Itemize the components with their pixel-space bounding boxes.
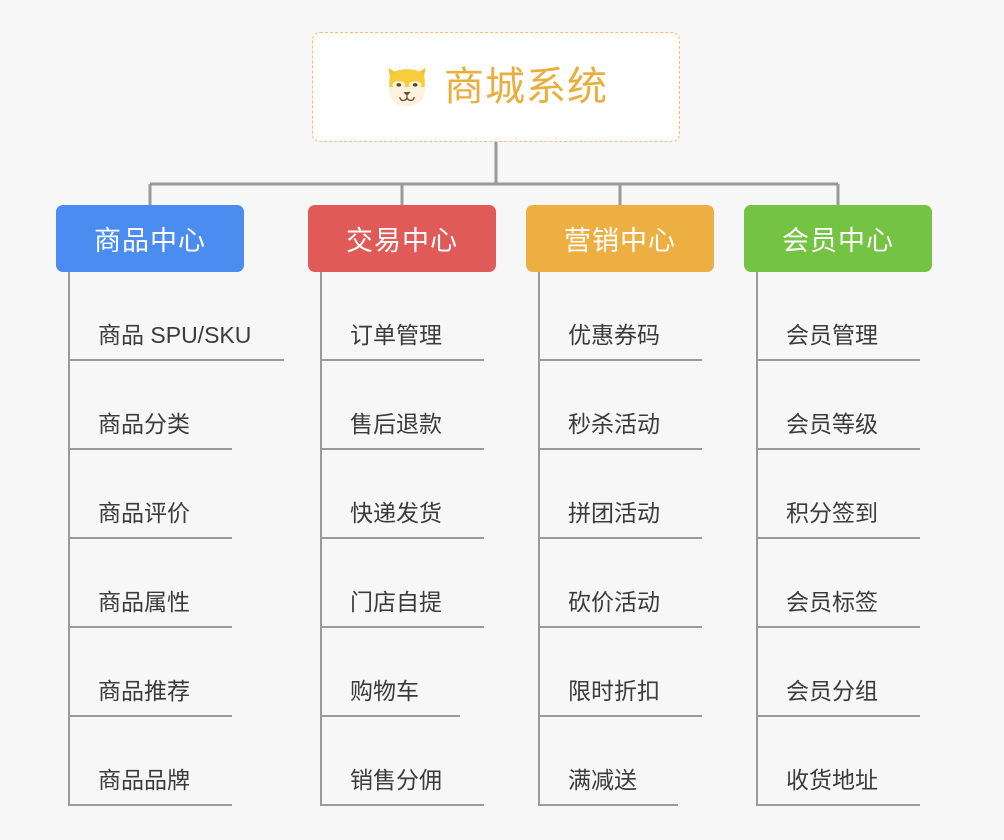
category-box-0[interactable]: 商品中心 [56, 205, 244, 272]
category-label-2: 营销中心 [564, 226, 676, 256]
list-item[interactable]: 门店自提 [320, 539, 484, 628]
list-item-label: 销售分佣 [350, 767, 442, 793]
list-item[interactable]: 商品品牌 [68, 717, 232, 806]
list-item[interactable]: 商品评价 [68, 450, 232, 539]
list-item[interactable]: 会员等级 [756, 361, 920, 450]
list-item-label: 会员等级 [786, 411, 878, 437]
list-item-label: 商品品牌 [98, 767, 190, 793]
list-item[interactable]: 收货地址 [756, 717, 920, 806]
list-item[interactable]: 快递发货 [320, 450, 484, 539]
list-item-label: 优惠券码 [568, 322, 660, 348]
category-box-3[interactable]: 会员中心 [744, 205, 932, 272]
list-item[interactable]: 会员分组 [756, 628, 920, 717]
shiba-dog-face-icon [388, 67, 426, 107]
list-item-label: 快递发货 [350, 500, 442, 526]
list-item-label: 会员标签 [786, 589, 878, 615]
list-item-label: 限时折扣 [568, 678, 660, 704]
list-item-label: 积分签到 [786, 500, 878, 526]
category-label-3: 会员中心 [782, 226, 894, 256]
list-item-label: 满减送 [568, 767, 637, 793]
category-columns: 商品中心 商品 SPU/SKU 商品分类 商品评价 商品属性 商品推荐 商品品牌… [0, 205, 1004, 840]
root-node-card[interactable]: 商城系统 [312, 32, 680, 142]
list-item-label: 砍价活动 [568, 589, 660, 615]
list-item-label: 秒杀活动 [568, 411, 660, 437]
list-item[interactable]: 秒杀活动 [538, 361, 702, 450]
list-item[interactable]: 积分签到 [756, 450, 920, 539]
list-item-label: 商品分类 [98, 411, 190, 437]
list-item-label: 商品 SPU/SKU [98, 322, 252, 348]
list-item[interactable]: 销售分佣 [320, 717, 484, 806]
list-item-label: 商品属性 [98, 589, 190, 615]
category-items-3: 会员管理 会员等级 积分签到 会员标签 会员分组 收货地址 [744, 272, 932, 806]
category-box-1[interactable]: 交易中心 [308, 205, 496, 272]
list-item[interactable]: 会员标签 [756, 539, 920, 628]
category-label-0: 商品中心 [94, 226, 206, 256]
list-item-label: 门店自提 [350, 589, 442, 615]
list-item-label: 会员分组 [786, 678, 878, 704]
category-column-0: 商品中心 商品 SPU/SKU 商品分类 商品评价 商品属性 商品推荐 商品品牌 [56, 205, 284, 806]
list-item[interactable]: 限时折扣 [538, 628, 702, 717]
list-item[interactable]: 商品属性 [68, 539, 232, 628]
list-item[interactable]: 拼团活动 [538, 450, 702, 539]
list-item-label: 订单管理 [350, 322, 442, 348]
list-item-label: 商品推荐 [98, 678, 190, 704]
category-column-2: 营销中心 优惠券码 秒杀活动 拼团活动 砍价活动 限时折扣 满减送 [526, 205, 714, 806]
category-items-2: 优惠券码 秒杀活动 拼团活动 砍价活动 限时折扣 满减送 [526, 272, 714, 806]
list-item[interactable]: 满减送 [538, 717, 678, 806]
list-item[interactable]: 商品 SPU/SKU [68, 272, 284, 361]
root-node-title: 商城系统 [444, 65, 608, 109]
list-item-label: 售后退款 [350, 411, 442, 437]
list-item[interactable]: 会员管理 [756, 272, 920, 361]
category-column-3: 会员中心 会员管理 会员等级 积分签到 会员标签 会员分组 收货地址 [744, 205, 932, 806]
category-items-1: 订单管理 售后退款 快递发货 门店自提 购物车 销售分佣 [308, 272, 496, 806]
list-item-label: 拼团活动 [568, 500, 660, 526]
list-item-label: 商品评价 [98, 500, 190, 526]
list-item[interactable]: 砍价活动 [538, 539, 702, 628]
list-item[interactable]: 优惠券码 [538, 272, 702, 361]
list-item[interactable]: 售后退款 [320, 361, 484, 450]
list-item[interactable]: 商品分类 [68, 361, 232, 450]
category-label-1: 交易中心 [346, 226, 458, 256]
list-item-label: 会员管理 [786, 322, 878, 348]
category-items-0: 商品 SPU/SKU 商品分类 商品评价 商品属性 商品推荐 商品品牌 [56, 272, 284, 806]
category-box-2[interactable]: 营销中心 [526, 205, 714, 272]
list-item[interactable]: 订单管理 [320, 272, 484, 361]
list-item[interactable]: 购物车 [320, 628, 460, 717]
list-item-label: 购物车 [350, 678, 419, 704]
category-column-1: 交易中心 订单管理 售后退款 快递发货 门店自提 购物车 销售分佣 [308, 205, 496, 806]
list-item-label: 收货地址 [786, 767, 878, 793]
list-item[interactable]: 商品推荐 [68, 628, 232, 717]
